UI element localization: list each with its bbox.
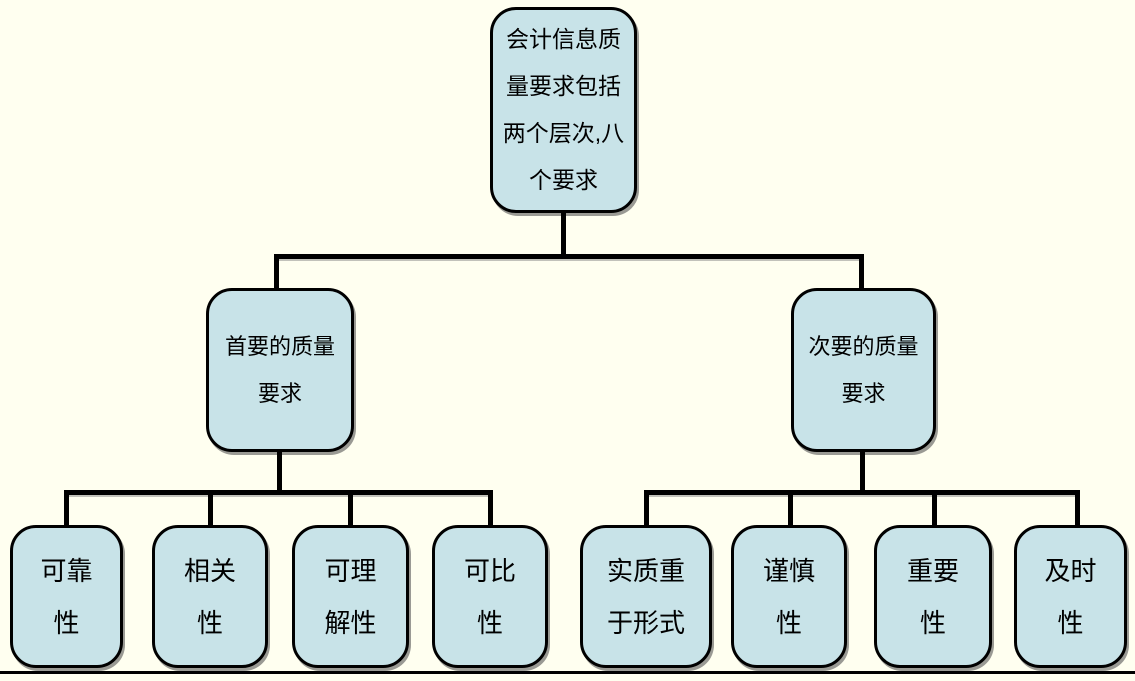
leaf-line: 重要	[906, 555, 959, 586]
leaf-line: 及时	[1044, 555, 1097, 586]
leaf-line: 可比	[463, 555, 516, 586]
leaf-line: 性	[775, 607, 802, 638]
connector-secondary-stem	[860, 450, 865, 494]
node-leaf-relevance: 相关 性	[152, 525, 268, 668]
connector-primary-stem	[277, 450, 282, 494]
connector-top-horizontal	[274, 254, 864, 259]
connector-secondary-drop	[859, 254, 864, 290]
node-leaf-comparability: 可比 性	[432, 525, 548, 668]
node-root-line: 会计信息质	[506, 26, 621, 52]
connector-primary-drop	[274, 254, 279, 290]
node-secondary: 次要的质量 要求	[791, 288, 936, 452]
node-leaf-understandability: 可理 解性	[292, 525, 409, 668]
connector-leaf6-drop	[788, 490, 793, 527]
connector-root-stem	[561, 212, 566, 257]
leaf-line: 谨慎	[762, 555, 815, 586]
connector-leaf5-drop	[644, 490, 649, 527]
leaf-line: 性	[919, 607, 946, 638]
leaf-line: 性	[476, 607, 503, 638]
node-leaf-materiality: 重要 性	[874, 525, 992, 668]
leaf-line: 于形式	[606, 607, 685, 638]
node-leaf-substance-over-form: 实质重 于形式	[580, 525, 712, 668]
node-root-line: 量要求包括	[506, 73, 621, 99]
connector-leaf4-drop	[488, 490, 493, 527]
node-root-line: 两个层次,八	[502, 120, 625, 146]
connector-left-horizontal	[64, 490, 493, 495]
node-primary: 首要的质量 要求	[206, 288, 354, 452]
leaf-line: 性	[1057, 607, 1084, 638]
connector-leaf7-drop	[932, 490, 937, 527]
node-primary-line: 首要的质量	[224, 334, 335, 359]
connector-right-horizontal	[644, 490, 1080, 495]
node-secondary-line: 要求	[841, 381, 886, 406]
bottom-border-line	[0, 671, 1135, 674]
leaf-line: 性	[196, 607, 223, 638]
node-leaf-prudence: 谨慎 性	[731, 525, 847, 668]
connector-leaf8-drop	[1075, 490, 1080, 527]
node-root: 会计信息质 量要求包括 两个层次,八 个要求	[490, 7, 637, 213]
connector-leaf2-drop	[208, 490, 213, 527]
node-leaf-timeliness: 及时 性	[1014, 525, 1127, 668]
leaf-line: 解性	[324, 607, 377, 638]
leaf-line: 性	[53, 607, 80, 638]
connector-leaf3-drop	[348, 490, 353, 527]
node-leaf-reliability: 可靠 性	[10, 525, 123, 668]
leaf-line: 实质重	[606, 555, 685, 586]
leaf-line: 可靠	[40, 555, 93, 586]
connector-leaf1-drop	[64, 490, 69, 527]
node-primary-line: 要求	[257, 381, 302, 406]
leaf-line: 相关	[183, 555, 236, 586]
node-secondary-line: 次要的质量	[808, 334, 919, 359]
node-root-line: 个要求	[529, 167, 598, 193]
leaf-line: 可理	[324, 555, 377, 586]
